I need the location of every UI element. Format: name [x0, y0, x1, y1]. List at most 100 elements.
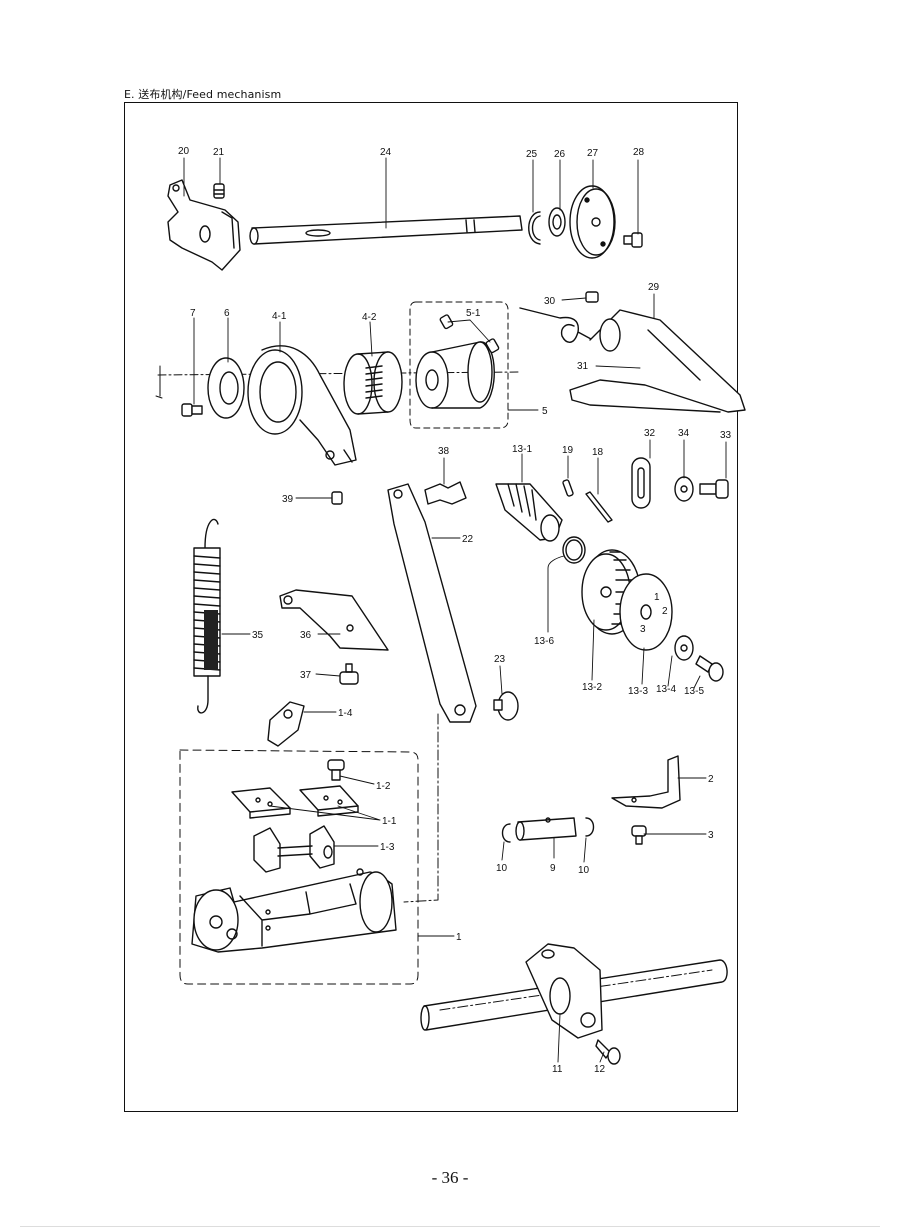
part-28-screw — [623, 232, 643, 248]
callout-label: 9 — [550, 863, 556, 874]
part-1-1-slides — [231, 785, 359, 819]
part-9-pin — [515, 817, 577, 841]
part-7-screw — [181, 403, 203, 417]
callout-label: 5-1 — [466, 308, 481, 319]
part-27-disc — [569, 185, 616, 259]
callout-label: 2 — [708, 774, 714, 785]
part-1-body — [191, 868, 397, 953]
callout-label: 20 — [178, 146, 190, 157]
part-1-3-block — [253, 825, 335, 873]
callout-label: 13-1 — [512, 444, 532, 455]
page-number: - 36 - — [431, 1168, 469, 1187]
callout-label: 24 — [380, 147, 392, 158]
part-12-screw — [595, 1039, 621, 1065]
part-13-3-dial: 1 2 3 — [619, 573, 673, 651]
part-13-6-ring — [562, 536, 586, 564]
callout-labels: 20 21 24 25 26 27 28 7 6 4-1 4-2 5-1 5 3… — [178, 146, 732, 1075]
callout-label: 13-2 — [582, 682, 602, 693]
callout-label: 31 — [577, 361, 589, 372]
part-34-washer — [674, 476, 694, 502]
callout-label: 13-3 — [628, 686, 648, 697]
callout-label: 1-1 — [382, 816, 397, 827]
callout-label: 1 — [456, 932, 462, 943]
callout-label: 4-2 — [362, 312, 377, 323]
part-5-assembly-box — [409, 301, 509, 429]
callout-label: 27 — [587, 148, 599, 159]
callout-label: 34 — [678, 428, 690, 439]
svg-text:2: 2 — [662, 606, 668, 617]
leader-lines — [183, 157, 727, 1063]
bottom-rule — [20, 1226, 880, 1227]
callout-label: 11 — [552, 1064, 563, 1075]
part-38-stud — [424, 481, 467, 505]
part-4-2-needle-bearing — [343, 351, 403, 415]
callout-label: 13-4 — [656, 684, 676, 695]
callout-label: 21 — [213, 147, 225, 158]
callout-label: 38 — [438, 446, 450, 457]
callout-label: 25 — [526, 149, 538, 160]
part-30-screw — [585, 291, 599, 303]
svg-text:3: 3 — [640, 624, 646, 635]
callout-label: 13-5 — [684, 686, 704, 697]
callout-label: 28 — [633, 147, 645, 158]
callout-label: 3 — [708, 830, 714, 841]
part-13-4-washer — [674, 635, 694, 661]
callout-label: 10 — [578, 865, 590, 876]
section-title: E. 送布机构/Feed mechanism — [124, 88, 282, 101]
part-22-link-rod — [387, 483, 477, 723]
part-10-e-rings — [501, 817, 595, 843]
callout-label: 10 — [496, 863, 508, 874]
diagram-frame — [124, 102, 738, 1112]
callout-label: 1-3 — [380, 842, 395, 853]
part-39-screw — [331, 491, 343, 505]
callout-label: 36 — [300, 630, 312, 641]
callout-label: 7 — [190, 308, 196, 319]
callout-label: 18 — [592, 447, 604, 458]
callout-label: 12 — [594, 1064, 606, 1075]
part-2-bracket — [611, 755, 681, 809]
callout-label: 37 — [300, 670, 312, 681]
part-21-set-screw — [213, 183, 225, 199]
callout-label: 5 — [542, 406, 548, 417]
part-18-pin — [585, 491, 613, 523]
callout-label: 26 — [554, 149, 566, 160]
part-5-collar — [415, 341, 495, 409]
part-19-pin — [562, 479, 574, 497]
part-36-plate — [279, 589, 389, 651]
part-23-stud — [493, 691, 519, 721]
callout-label: 23 — [494, 654, 506, 665]
part-25-retaining-ring — [528, 211, 541, 245]
part-6-collar — [207, 357, 245, 419]
part-20-crank — [167, 179, 241, 271]
part-1-assembly-box — [179, 749, 419, 985]
callout-label: 30 — [544, 296, 556, 307]
svg-text:1: 1 — [654, 592, 660, 603]
callout-label: 13-6 — [534, 636, 554, 647]
part-37-screw — [339, 663, 359, 685]
callout-label: 32 — [644, 428, 656, 439]
callout-label: 19 — [562, 445, 574, 456]
part-33-screw — [699, 479, 729, 499]
part-29-fork — [569, 309, 746, 413]
callout-label: 35 — [252, 630, 264, 641]
callout-label: 6 — [224, 308, 230, 319]
part-24-shaft — [249, 215, 523, 245]
part-13-5-screw — [695, 655, 724, 682]
part-32-slot-plate — [631, 457, 651, 509]
callout-label: 4-1 — [272, 311, 287, 322]
part-1-4-bracket — [267, 701, 305, 747]
part-35-spring — [193, 518, 221, 714]
part-1-2-screw — [327, 759, 345, 781]
part-26-washer — [548, 207, 566, 237]
part-11-shaft-clamp — [420, 943, 728, 1039]
callout-label: 39 — [282, 494, 294, 505]
part-3-screw — [631, 825, 647, 845]
callout-label: 22 — [462, 534, 474, 545]
link-connection-leader — [403, 713, 439, 903]
part-13-1-worm — [495, 483, 563, 542]
callout-label: 1-4 — [338, 708, 353, 719]
callout-label: 29 — [648, 282, 660, 293]
part-5-1-set-screws — [439, 314, 500, 354]
part-4-1-crank-arm — [247, 345, 357, 466]
